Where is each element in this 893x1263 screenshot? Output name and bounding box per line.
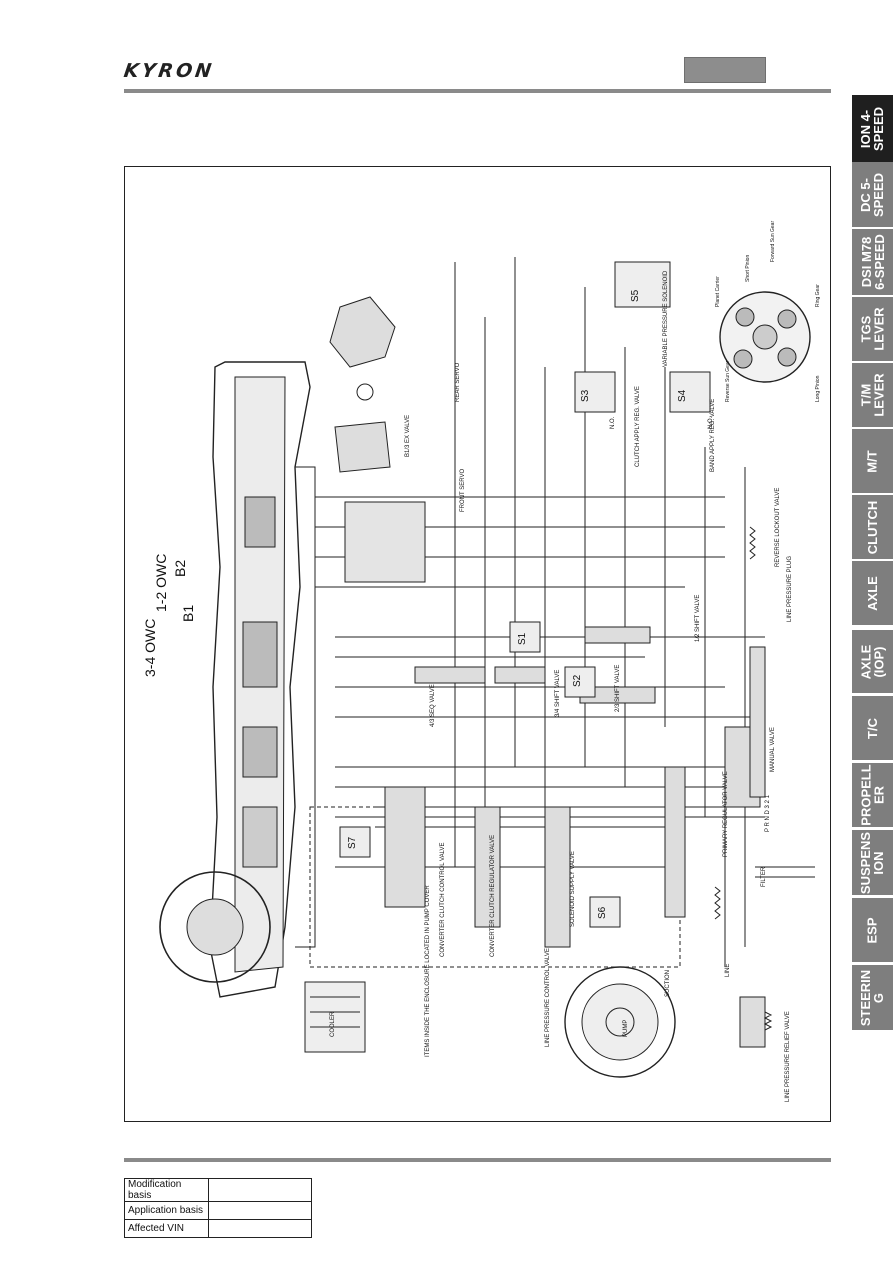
label-seq-43: 4/3 SEQ VALVE <box>430 684 436 727</box>
label-no-s4: N.O. <box>708 416 714 429</box>
mod-basis-label: Modification basis <box>124 1178 209 1202</box>
callout-1-2-owc: 1-2 OWC <box>153 553 169 612</box>
label-line: LINE <box>725 963 731 977</box>
label-gear-planet-carrier: Planet Carrier <box>715 276 721 307</box>
affected-vin-value <box>208 1219 312 1238</box>
label-b13-ex-valve: B1/3 EX VALVE <box>405 414 411 457</box>
app-basis-label: Application basis <box>124 1201 209 1220</box>
header-rule <box>124 89 831 93</box>
table-row: Affected VIN <box>124 1219 312 1238</box>
label-gear-forward-sun: Forward Sun Gear <box>770 220 776 262</box>
label-line-pressure-control: LINE PRESSURE CONTROL VALVE <box>545 948 551 1047</box>
label-cooler: COOLER <box>330 1011 336 1037</box>
label-s6: S6 <box>597 906 608 919</box>
label-shift-23: 2/3 SHIFT VALVE <box>615 664 621 712</box>
callout-3-4-owc: 3-4 OWC <box>142 618 158 677</box>
label-no-s3: N.O. <box>610 416 616 429</box>
label-clutch-apply-reg: CLUTCH APPLY REG. VALVE <box>635 386 641 467</box>
tab-suspension[interactable]: SUSPENS ION <box>852 830 893 895</box>
label-primary-regulator: PRIMARY REGULATOR VALVE <box>723 771 729 857</box>
label-gear-long-pinion: Long Pinion <box>815 375 821 402</box>
label-band-apply-reg: BAND APPLY REG. VALVE <box>710 398 716 472</box>
label-s5: S5 <box>630 289 641 302</box>
tab-dc-5-speed[interactable]: DC 5- SPEED <box>852 162 893 227</box>
tab-ion-4-speed[interactable]: ION 4- SPEED <box>852 95 893 162</box>
label-gear-reverse-sun: Reverse Sun Gear <box>725 360 731 402</box>
brand-logo: KYRON <box>122 60 216 82</box>
label-s3: S3 <box>580 389 591 402</box>
tab-steering[interactable]: STEERIN G <box>852 965 893 1030</box>
label-gear-ring: Ring Gear <box>815 284 821 307</box>
label-shift-34: 3/4 SHIFT VALVE <box>555 669 561 717</box>
app-basis-value <box>208 1201 312 1220</box>
label-gear-short-pinion: Short Pinion <box>745 254 751 282</box>
mod-basis-value <box>208 1178 312 1202</box>
table-row: Modification basis <box>124 1178 312 1202</box>
label-line-pressure-plug: LINE PRESSURE PLUG <box>787 555 793 622</box>
label-pump-cover-note: ITEMS INSIDE THE ENCLOSURE LOCATED IN PU… <box>425 885 431 1057</box>
tab-dsi-m78-6-speed[interactable]: DSI M78 6-SPEED <box>852 229 893 295</box>
tab-clutch[interactable]: CLUTCH <box>852 495 893 559</box>
label-manual-positions: P R N D 3 2 1 <box>765 795 771 832</box>
label-line-pressure-relief: LINE PRESSURE RELIEF VALVE <box>785 1011 791 1102</box>
label-filter: FILTER <box>761 866 767 887</box>
affected-vin-label: Affected VIN <box>124 1219 209 1238</box>
footer-rule <box>124 1158 831 1162</box>
label-suction: SUCTION <box>665 970 671 997</box>
label-manual-valve: MANUAL VALVE <box>770 727 776 772</box>
label-s2: S2 <box>572 674 583 687</box>
label-s7: S7 <box>347 836 358 849</box>
tab-tm-lever[interactable]: T/M LEVER <box>852 363 893 427</box>
modification-table: Modification basis Application basis Aff… <box>124 1178 312 1238</box>
diagram-drawing <box>159 257 815 1078</box>
tab-axle[interactable]: AXLE <box>852 561 893 625</box>
tab-tgs-lever[interactable]: TGS LEVER <box>852 297 893 361</box>
label-solenoid-supply: SOLENOID SUPPLY VALVE <box>570 851 576 927</box>
tab-propeller[interactable]: PROPELL ER <box>852 763 893 827</box>
tab-esp[interactable]: ESP <box>852 898 893 962</box>
label-converter-clutch-control: CONVERTER CLUTCH CONTROL VALVE <box>440 842 446 957</box>
section-header-box <box>684 57 766 83</box>
tab-axle-iop[interactable]: AXLE (IOP) <box>852 630 893 693</box>
callout-b2: B2 <box>172 559 188 577</box>
label-pump: PUMP <box>623 1019 629 1037</box>
callout-b1: B1 <box>180 604 196 622</box>
tab-mt[interactable]: M/T <box>852 429 893 493</box>
table-row: Application basis <box>124 1201 312 1220</box>
label-shift-12: 1/2 SHIFT VALVE <box>695 594 701 642</box>
label-s1: S1 <box>517 632 528 645</box>
label-converter-clutch-regulator: CONVERTER CLUTCH REGULATOR VALVE <box>490 834 496 957</box>
label-rear-servo: REAR SERVO <box>455 362 461 402</box>
label-variable-pressure-solenoid: VARIABLE PRESSURE SOLENOID <box>663 270 669 367</box>
label-reverse-lockout: REVERSE LOCKOUT VALVE <box>775 487 781 567</box>
label-front-servo: FRONT SERVO <box>460 468 466 512</box>
label-s4: S4 <box>677 389 688 402</box>
tab-tc[interactable]: T/C <box>852 696 893 760</box>
hydraulic-circuit-diagram: 3-4 OWC 1-2 OWC B2 B1 REAR SERVO FRONT S… <box>124 166 831 1122</box>
